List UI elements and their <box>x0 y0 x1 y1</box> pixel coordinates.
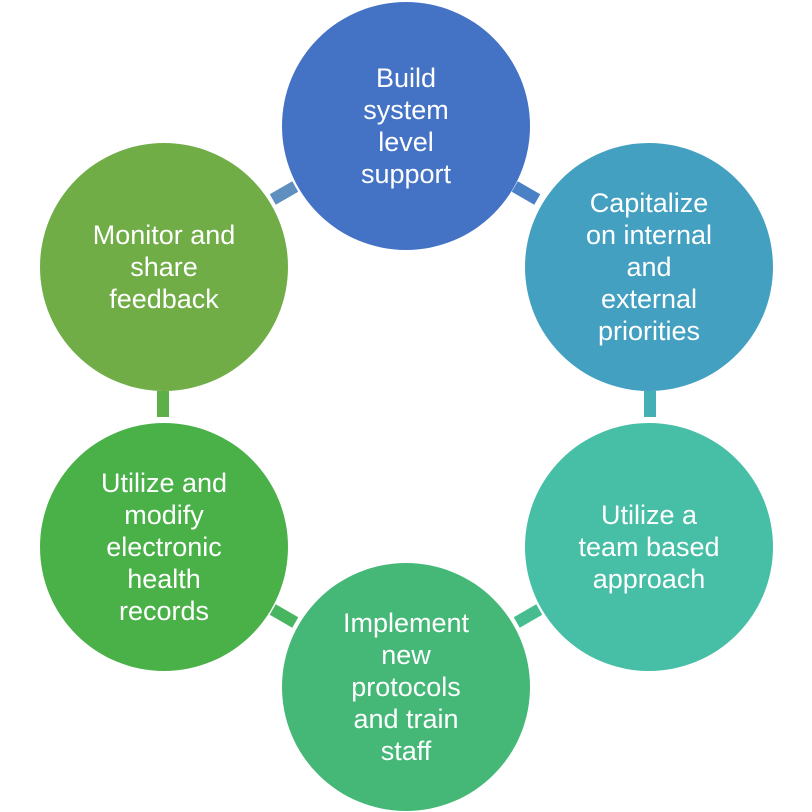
step-electronic-health-records: Utilize and modify electronic health rec… <box>40 423 288 671</box>
connector-1-2 <box>511 181 541 205</box>
connector-3-4 <box>513 604 543 628</box>
step-team-based-approach: Utilize a team based approach <box>525 423 773 671</box>
step-label: Capitalize on internal and external prio… <box>585 188 713 346</box>
step-label: Implement new protocols and train staff <box>342 608 470 766</box>
step-label: Build system level support <box>360 63 452 189</box>
step-build-system-support: Build system level support <box>282 2 530 250</box>
step-label: Utilize a team based approach <box>578 500 720 594</box>
connector-2-3 <box>644 391 656 417</box>
step-label: Utilize and modify electronic health rec… <box>100 468 228 626</box>
connector-6-1 <box>269 181 299 205</box>
connector-4-5 <box>269 604 299 628</box>
step-label: Monitor and share feedback <box>92 220 236 314</box>
step-implement-protocols: Implement new protocols and train staff <box>282 563 530 811</box>
step-capitalize-priorities: Capitalize on internal and external prio… <box>525 143 773 391</box>
connector-5-6 <box>157 391 169 417</box>
step-monitor-feedback: Monitor and share feedback <box>40 143 288 391</box>
